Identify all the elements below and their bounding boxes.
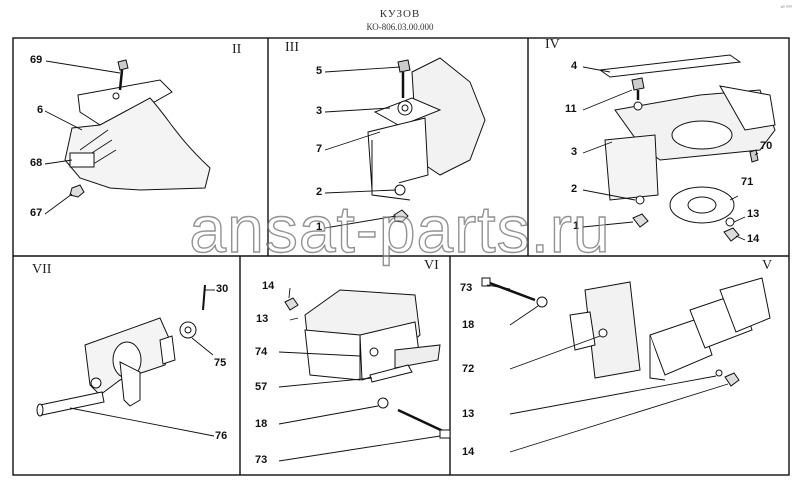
callout-73: 73	[255, 454, 268, 466]
panel-ii-parts	[64, 59, 211, 198]
panel-ii-leaders	[44, 60, 121, 215]
callout-7: 7	[316, 143, 323, 155]
diagram-title: КУЗОВ	[379, 8, 421, 20]
panel-iv-leaders	[582, 66, 759, 241]
callout-14: 14	[747, 233, 760, 245]
callout-1: 1	[316, 221, 323, 233]
callout-72: 72	[462, 363, 475, 375]
callout-69: 69	[30, 54, 43, 66]
callout-3: 3	[316, 105, 323, 117]
panel-iii-numeral: III	[285, 40, 299, 55]
callout-11: 11	[565, 103, 577, 115]
callout-70: 70	[760, 140, 773, 152]
callout-67: 67	[30, 207, 43, 219]
callout-18: 18	[462, 319, 475, 331]
panel-vii-numeral: VII	[32, 262, 52, 277]
callout-75: 75	[214, 357, 227, 369]
callout-2: 2	[316, 186, 323, 198]
callout-13: 13	[747, 208, 760, 220]
panel-iv-numeral: IV	[545, 37, 560, 52]
panel-vi-parts	[284, 289, 451, 439]
callout-74: 74	[255, 346, 268, 358]
callout-5: 5	[316, 65, 323, 77]
panel-vii-parts	[36, 284, 206, 417]
panel-vi-numeral: VI	[424, 258, 439, 273]
callout-4: 4	[571, 60, 578, 72]
callout-18: 18	[255, 418, 268, 430]
callout-68: 68	[30, 157, 43, 169]
callout-14: 14	[462, 446, 475, 458]
callout-57: 57	[255, 381, 268, 393]
panel-iii-parts	[367, 57, 486, 223]
callout-71: 71	[741, 176, 754, 188]
panel-v-leaders	[486, 284, 729, 453]
page-corner-mark: ᵃ⁰ ⁰⁰⁰	[780, 5, 792, 11]
panel-iii-leaders	[324, 66, 401, 229]
diagram-code: КО-806.03.00.000	[366, 22, 434, 32]
callout-76: 76	[215, 430, 228, 442]
callout-30: 30	[216, 283, 229, 295]
callout-2: 2	[571, 183, 578, 195]
callout-6: 6	[37, 104, 44, 116]
panel-vii-leaders	[69, 289, 215, 437]
panel-v-parts	[481, 277, 771, 387]
panel-iv-parts	[598, 54, 776, 242]
callout-13: 13	[462, 408, 475, 420]
callout-1: 1	[573, 220, 580, 232]
callout-73: 73	[460, 282, 473, 294]
callout-3: 3	[571, 146, 578, 158]
callout-14: 14	[262, 280, 275, 292]
panel-vi-leaders	[278, 287, 441, 462]
callout-13: 13	[256, 313, 269, 325]
panel-ii-numeral: II	[232, 42, 242, 57]
panel-v-numeral: V	[762, 258, 773, 273]
